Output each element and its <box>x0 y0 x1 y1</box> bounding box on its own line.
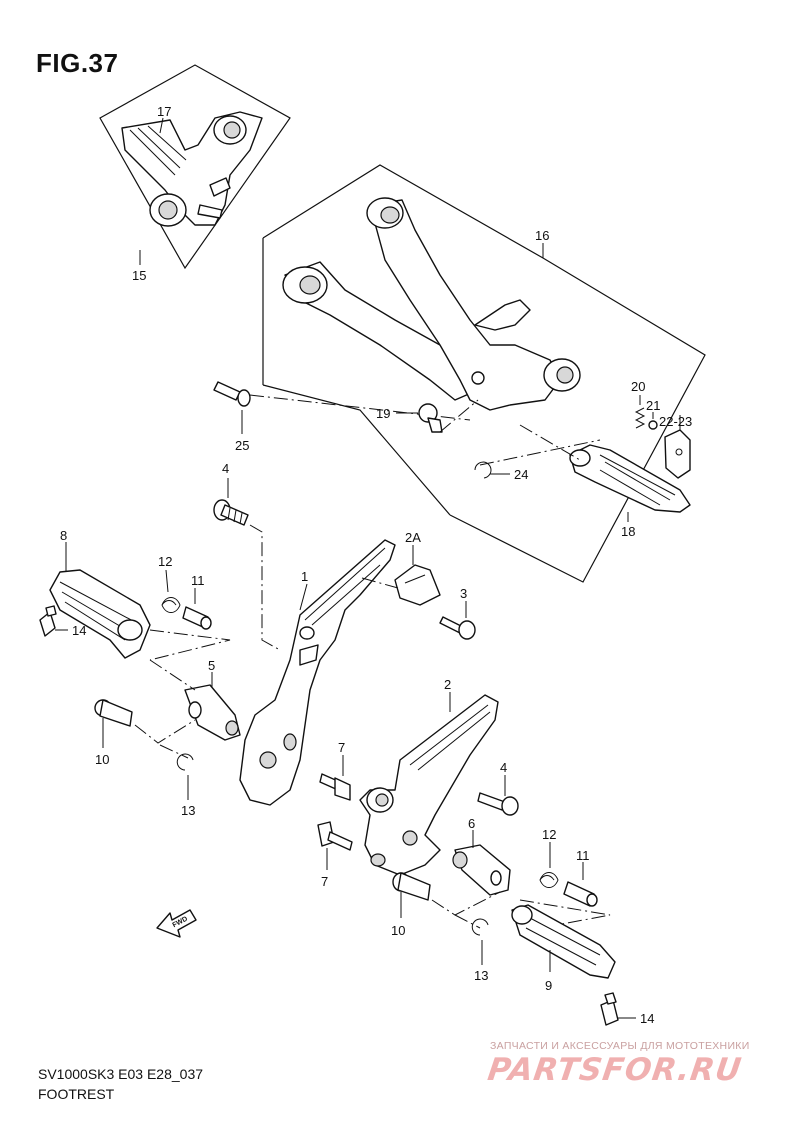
callout-19: 19 <box>376 406 390 421</box>
part-13-clip-left <box>176 753 194 800</box>
fwd-arrow-icon: FWD <box>156 909 197 938</box>
footer-section-name: FOOTREST <box>38 1086 115 1102</box>
part-14-screw-right <box>600 992 636 1026</box>
callout-13-lower: 13 <box>474 968 488 983</box>
assembly-box-15 <box>99 64 291 270</box>
part-19-pin <box>396 403 443 433</box>
callout-15: 15 <box>132 268 146 283</box>
part-8-footpeg <box>49 542 151 659</box>
part-4-bolt-upper <box>213 478 249 526</box>
part-24-clip <box>474 461 510 479</box>
callout-25: 25 <box>235 438 249 453</box>
callout-21: 21 <box>646 398 660 413</box>
callout-11-left: 11 <box>191 573 205 588</box>
part-10-pin-lower <box>392 872 431 918</box>
callout-4-upper: 4 <box>222 461 229 476</box>
watermark-tagline: ЗАПЧАСТИ И АКСЕССУАРЫ ДЛЯ МОТОТЕХНИКИ <box>490 1040 750 1052</box>
part-16-bracket-drawing <box>282 197 581 411</box>
part-2a-block <box>394 545 441 606</box>
callout-7-upper: 7 <box>338 740 345 755</box>
part-7-bolt-lower <box>317 821 353 870</box>
part-5-hinge <box>184 672 241 741</box>
part-11-pin-right <box>563 862 598 907</box>
callout-2a: 2A <box>405 530 421 545</box>
callout-10-left: 10 <box>95 752 109 767</box>
callout-12-left: 12 <box>158 554 172 569</box>
assembly-box-16 <box>262 164 706 583</box>
callout-14-right: 14 <box>640 1011 654 1026</box>
figure-title: FIG.37 <box>36 48 119 78</box>
callout-17: 17 <box>157 104 171 119</box>
part-13-clip-lower <box>471 918 489 965</box>
part-9-footpeg <box>511 904 616 979</box>
part-14-screw-left <box>39 605 68 637</box>
footer-model-code: SV1000SK3 E03 E28_037 <box>38 1066 204 1082</box>
callout-12-right: 12 <box>542 827 556 842</box>
part-6-hinge <box>452 830 511 896</box>
part-10-pin-left <box>94 699 133 748</box>
callout-10-lower: 10 <box>391 923 405 938</box>
watermark-logo: PARTSFOR.RU <box>485 1052 745 1088</box>
callout-5: 5 <box>208 658 215 673</box>
part-25-bolt <box>213 381 251 434</box>
part-12-spring-right <box>539 842 559 888</box>
callout-16: 16 <box>535 228 549 243</box>
callout-3: 3 <box>460 586 467 601</box>
callout-7-lower: 7 <box>321 874 328 889</box>
callout-4-lower: 4 <box>500 760 507 775</box>
part-7-bolt-upper <box>319 755 351 801</box>
callout-24: 24 <box>514 467 528 482</box>
part-17-bracket-drawing <box>121 111 263 227</box>
callout-14-left: 14 <box>72 623 86 638</box>
callout-6: 6 <box>468 816 475 831</box>
part-18-footpeg <box>569 444 691 522</box>
callout-18: 18 <box>621 524 635 539</box>
callout-22-23: 22-23 <box>659 414 692 429</box>
part-22-23-plate <box>664 415 691 479</box>
callout-20: 20 <box>631 379 645 394</box>
callout-13-left: 13 <box>181 803 195 818</box>
part-1-bracket <box>239 539 396 806</box>
part-4-bolt-lower <box>477 775 519 816</box>
part-3-bolt <box>439 601 476 640</box>
callout-8: 8 <box>60 528 67 543</box>
part-11-pin-left <box>182 588 212 630</box>
callout-11-right: 11 <box>576 848 590 863</box>
callout-9: 9 <box>545 978 552 993</box>
callout-2: 2 <box>444 677 451 692</box>
part-20-spring <box>634 395 646 429</box>
part-21-ball <box>648 412 658 430</box>
part-12-spring-left <box>161 569 181 613</box>
callout-1: 1 <box>301 569 308 584</box>
part-2-bracket <box>359 692 499 876</box>
